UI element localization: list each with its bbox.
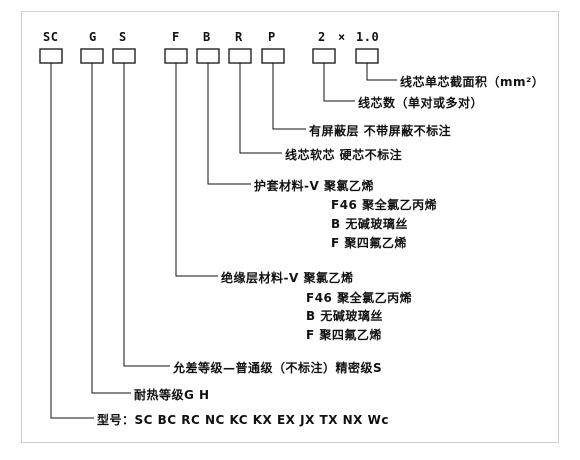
code-r: R bbox=[235, 30, 243, 44]
code-b: B bbox=[203, 30, 211, 44]
label-insulation-f: F 聚四氟乙烯 bbox=[306, 328, 382, 342]
diagram-frame bbox=[21, 11, 559, 443]
label-insulation-f46: F46 聚全氯乙丙烯 bbox=[306, 291, 413, 305]
box-f bbox=[164, 48, 188, 64]
line-model bbox=[50, 63, 94, 419]
label-shield: 有屏蔽层 不带屏蔽不标注 bbox=[309, 124, 452, 138]
line-heat-grade bbox=[91, 63, 131, 394]
line-tolerance bbox=[123, 63, 170, 367]
line-insulation bbox=[175, 63, 218, 277]
label-sheath: 护套材料-V 聚氯乙烯 bbox=[254, 179, 374, 193]
code-2: 2 bbox=[318, 30, 326, 44]
line-core-count bbox=[323, 63, 355, 102]
code-sc: SC bbox=[43, 30, 59, 44]
label-insulation: 绝缘层材料-V 聚氯乙烯 bbox=[221, 271, 354, 285]
line-cross-section bbox=[366, 63, 397, 81]
label-model: 型号：SC BC RC NC KC KX EX JX TX NX Wc bbox=[97, 413, 389, 427]
box-p bbox=[261, 48, 285, 64]
code-g: G bbox=[89, 30, 97, 44]
label-core-count: 线芯数（单对或多对） bbox=[358, 96, 484, 110]
code-f: F bbox=[172, 30, 180, 44]
line-shield bbox=[272, 63, 306, 130]
code-times: × bbox=[338, 30, 346, 44]
box-b bbox=[196, 48, 220, 64]
box-g bbox=[80, 48, 104, 64]
code-p: P bbox=[268, 30, 276, 44]
code-1-0: 1.0 bbox=[356, 30, 380, 44]
label-sheath-f: F 聚四氟乙烯 bbox=[331, 236, 407, 250]
label-cross-section: 线芯单芯截面积（mm²） bbox=[400, 75, 545, 89]
label-core-type: 线芯软芯 硬芯不标注 bbox=[285, 148, 403, 162]
label-tolerance: 允差等级—普通级（不标注）精密级S bbox=[173, 361, 383, 375]
box-1-0 bbox=[355, 48, 379, 64]
box-sc bbox=[39, 48, 63, 64]
line-core-type bbox=[239, 63, 282, 154]
label-heat-grade: 耐热等级G H bbox=[134, 388, 210, 402]
label-insulation-b: B 无碱玻璃丝 bbox=[306, 309, 383, 323]
code-s: S bbox=[119, 30, 127, 44]
box-s bbox=[112, 48, 136, 64]
box-r bbox=[228, 48, 252, 64]
line-sheath bbox=[207, 63, 251, 185]
label-sheath-f46: F46 聚全氯乙丙烯 bbox=[331, 198, 438, 212]
label-sheath-b: B 无碱玻璃丝 bbox=[331, 217, 408, 231]
box-2 bbox=[312, 48, 336, 64]
